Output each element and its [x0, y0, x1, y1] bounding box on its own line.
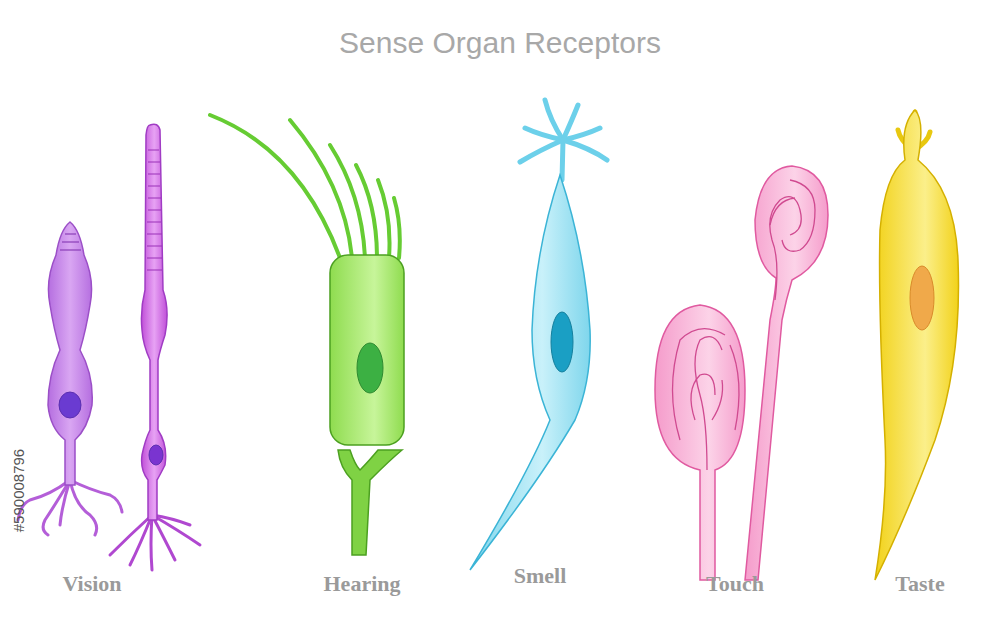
sense-label: Vision	[62, 571, 121, 597]
watermark: #590008796	[11, 448, 28, 531]
taste-cell	[875, 110, 959, 580]
sense-label: Hearing	[324, 571, 401, 597]
touch-corpuscles	[655, 166, 828, 580]
cone-cell	[18, 222, 122, 535]
sense-label: Touch	[706, 571, 764, 597]
rod-cell	[110, 124, 200, 570]
hair-cell	[210, 115, 404, 555]
diagram-title: Sense Organ Receptors	[0, 26, 1000, 60]
sense-label: Smell	[514, 563, 567, 589]
sense-label: Taste	[895, 571, 944, 597]
olfactory-cell	[470, 100, 607, 570]
